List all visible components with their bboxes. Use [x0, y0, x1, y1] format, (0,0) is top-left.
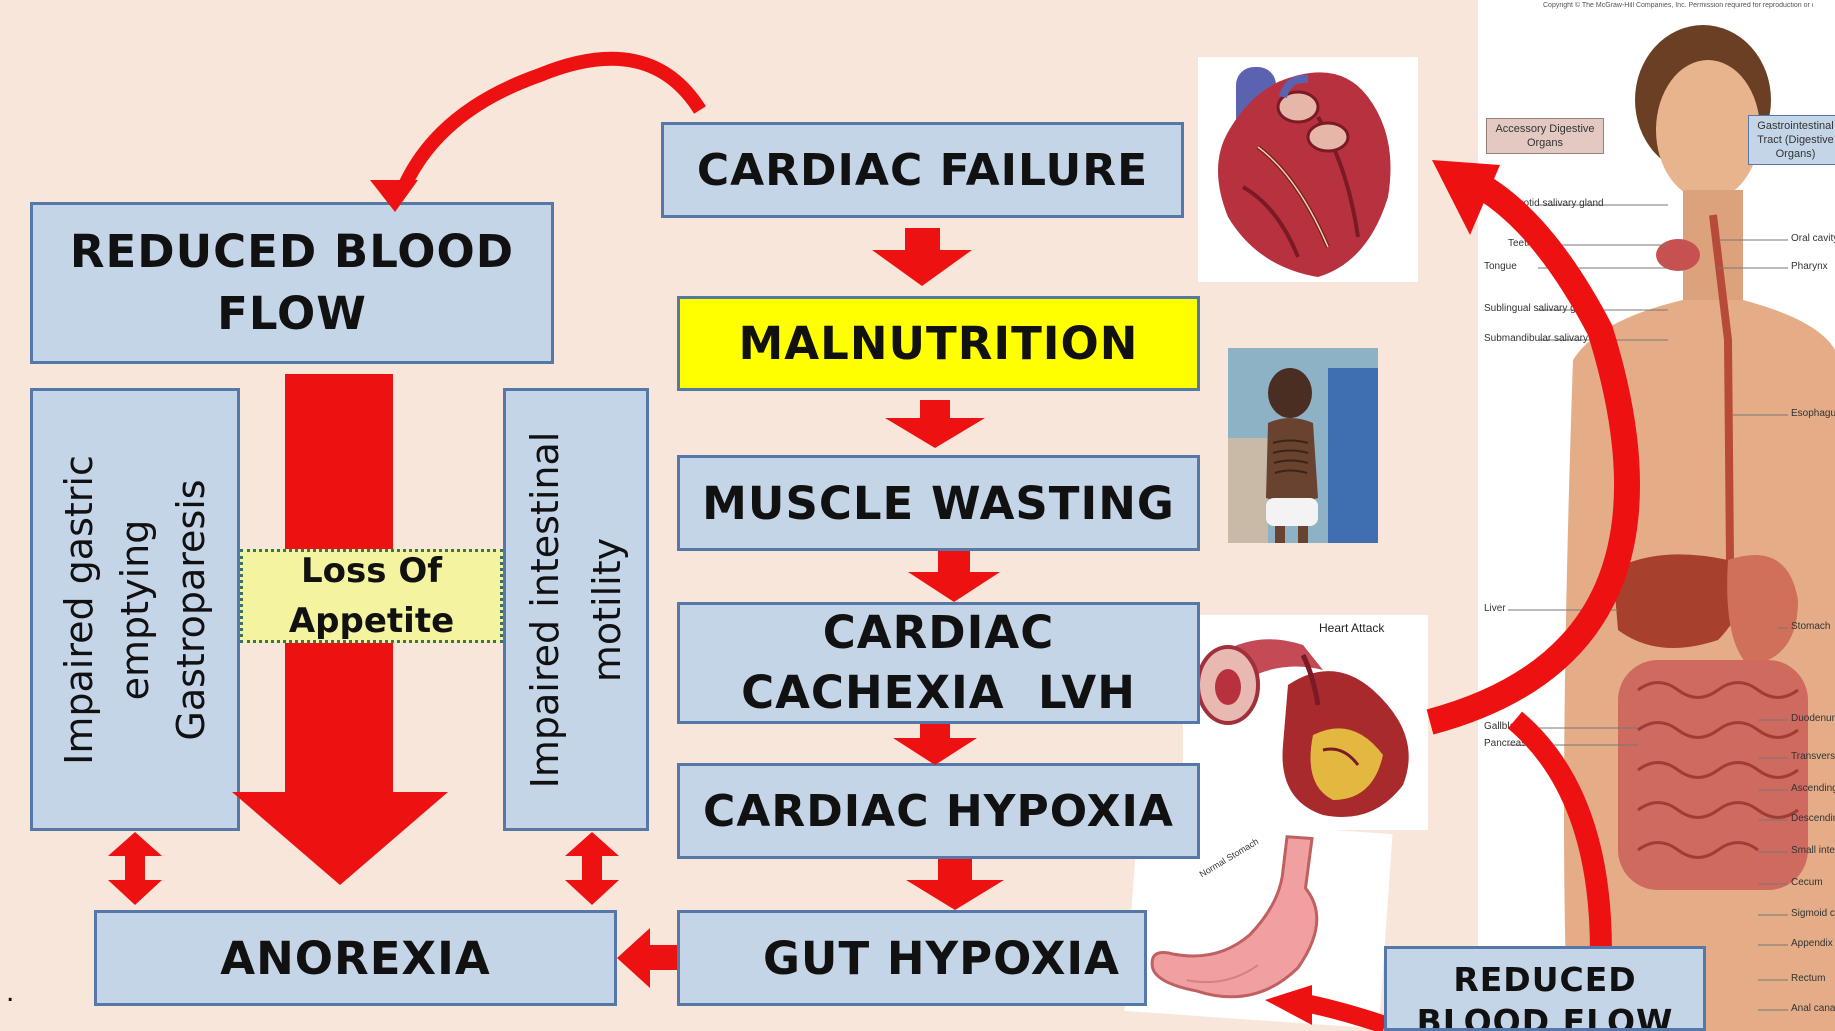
- anatomy-label: Gallbladder: [1484, 721, 1535, 732]
- double-arrow-intestinal-anorexia: [565, 832, 619, 905]
- cardiac-hypoxia-box: CARDIAC HYPOXIA: [677, 763, 1200, 859]
- cardiac-cachexia-line1: CARDIAC: [823, 603, 1054, 663]
- anatomy-label: Liver: [1484, 603, 1506, 614]
- arrow-cachexia-to-hypoxia: [893, 724, 977, 765]
- anatomy-label: Descending colon: [1791, 813, 1835, 824]
- anatomy-label: Small intestine: [1791, 845, 1835, 856]
- anatomy-label: Esophagus: [1791, 408, 1835, 419]
- reduced-blood-flow-line1: REDUCED BLOOD: [70, 221, 514, 283]
- heart-anatomy-image: [1198, 57, 1418, 282]
- arrow-malnutrition-to-wasting: [885, 400, 985, 448]
- anatomy-label: Teeth: [1508, 238, 1532, 249]
- gut-hypoxia-box: GUT HYPOXIA: [677, 910, 1147, 1006]
- impaired-gastric-label: Impaired gastric emptying Gastroparesis: [51, 455, 219, 765]
- anatomy-label: Pharynx: [1791, 261, 1828, 272]
- malnutrition-box: MALNUTRITION: [677, 296, 1200, 391]
- anatomy-label: Stomach: [1791, 621, 1830, 632]
- anatomy-label: Duodenum: [1791, 713, 1835, 724]
- reduced-blood-flow-box: REDUCED BLOOD FLOW: [30, 202, 554, 364]
- cardiac-cachexia-line2: CACHEXIA LVH: [741, 663, 1136, 723]
- anatomy-label: Submandibular salivary gland: [1484, 333, 1615, 344]
- anatomy-label: Oral cavity: [1791, 233, 1835, 244]
- anatomy-label: Transverse colon: [1791, 751, 1835, 762]
- anatomy-label: Ascending colon: [1791, 783, 1835, 794]
- arrow-hypoxia-to-gut: [906, 859, 1004, 910]
- anatomy-label: Tongue: [1484, 261, 1517, 272]
- gut-hypoxia-label: GUT HYPOXIA: [763, 932, 1120, 985]
- anatomy-label: Parotid salivary gland: [1508, 198, 1604, 209]
- anatomy-label: Pancreas: [1484, 738, 1526, 749]
- loss-of-appetite-box: Loss Of Appetite: [240, 549, 503, 643]
- loss-of-appetite-line1: Loss Of: [301, 546, 442, 596]
- impaired-gastric-box: Impaired gastric emptying Gastroparesis: [30, 388, 240, 831]
- double-arrow-gastric-anorexia: [108, 832, 162, 905]
- anatomy-label: Rectum: [1791, 973, 1825, 984]
- heart-icon: [1198, 57, 1418, 282]
- malnourished-child-photo: [1228, 348, 1378, 543]
- anatomy-label: Anal canal: [1791, 1003, 1835, 1014]
- anatomy-label: Sublingual salivary gland: [1484, 303, 1595, 314]
- malnutrition-label: MALNUTRITION: [739, 317, 1139, 370]
- reduced-blood-flow-small-box: REDUCED BLOOD FLOW: [1384, 946, 1706, 1031]
- digestive-system-anatomy-image: Copyright © The McGraw-Hill Companies, I…: [1478, 0, 1835, 1031]
- cardiac-cachexia-box: CARDIAC CACHEXIA LVH: [677, 602, 1200, 724]
- page-marker: .: [6, 975, 14, 1009]
- loss-of-appetite-line2: Appetite: [289, 596, 454, 646]
- curved-arrow-failure-to-blood-flow: [405, 59, 700, 185]
- impaired-intestinal-box: Impaired intestinal motility: [503, 388, 649, 831]
- child-photo-drawing: [1228, 348, 1378, 543]
- impaired-intestinal-label: Impaired intestinal motility: [514, 431, 638, 788]
- reduced-blood-flow-small-label: REDUCED BLOOD FLOW: [1417, 959, 1674, 1031]
- anatomy-label: Sigmoid colon: [1791, 908, 1835, 919]
- anatomy-tag-accessory: Accessory Digestive Organs: [1486, 118, 1604, 154]
- heart-attack-drawing: [1183, 615, 1428, 830]
- reduced-blood-flow-line2: FLOW: [217, 283, 367, 345]
- muscle-wasting-box: MUSCLE WASTING: [677, 455, 1200, 551]
- anorexia-box: ANOREXIA: [94, 910, 617, 1006]
- cardiac-failure-box: CARDIAC FAILURE: [661, 122, 1184, 218]
- arrow-failure-to-malnutrition: [872, 228, 972, 286]
- anatomy-label: Appendix: [1791, 938, 1833, 949]
- anatomy-label: Cecum: [1791, 877, 1823, 888]
- anorexia-label: ANOREXIA: [220, 932, 490, 985]
- arrow-wasting-to-cachexia: [908, 551, 1000, 602]
- muscle-wasting-label: MUSCLE WASTING: [702, 477, 1175, 530]
- anatomy-tag-gi-tract: Gastrointestinal Tract (Digestive Organs…: [1748, 115, 1835, 165]
- heart-attack-image: Heart Attack: [1183, 615, 1428, 830]
- cardiac-failure-label: CARDIAC FAILURE: [697, 145, 1148, 196]
- cardiac-hypoxia-label: CARDIAC HYPOXIA: [703, 786, 1174, 837]
- arrow-gut-to-anorexia: [617, 928, 677, 988]
